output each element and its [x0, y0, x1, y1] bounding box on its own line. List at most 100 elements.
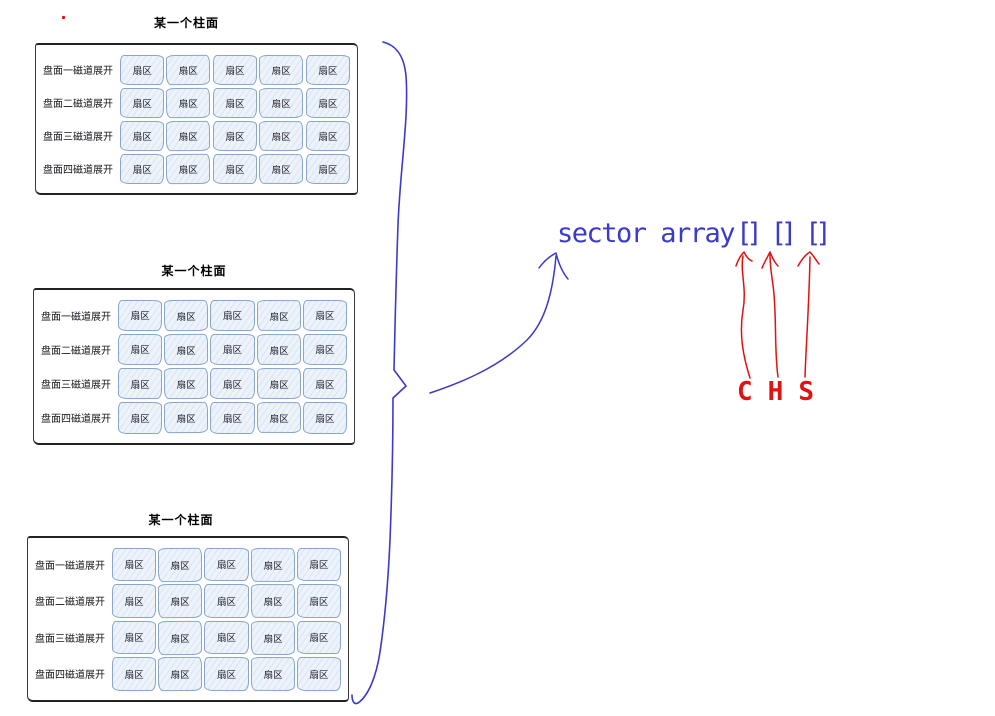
cylinder-title-2: 某一个柱面	[161, 264, 227, 278]
sector-cell: 扇区	[256, 333, 301, 366]
sector-cell: 扇区	[120, 153, 165, 184]
bracket-pair-h: []	[770, 218, 797, 249]
red-arrow-h-icon	[761, 251, 779, 378]
track-row-label: 盘面一磁道展开	[43, 66, 113, 77]
track-row-label: 盘面二磁道展开	[41, 345, 111, 357]
sector-cell: 扇区	[212, 54, 258, 85]
sector-cell: 扇区	[256, 367, 301, 400]
sector-cell: 扇区	[296, 547, 342, 581]
sector-cell: 扇区	[204, 584, 249, 618]
sector-cell: 扇区	[112, 620, 157, 654]
sector-cell: 扇区	[118, 299, 163, 331]
sector-cell: 扇区	[166, 54, 211, 85]
track-row-label: 盘面二磁道展开	[43, 99, 113, 110]
sector-cell: 扇区	[250, 620, 295, 655]
sector-cell: 扇区	[158, 547, 203, 582]
track-row: 盘面一磁道展开扇区扇区扇区扇区扇区	[43, 53, 351, 86]
track-row-label: 盘面三磁道展开	[43, 132, 113, 143]
cylinder-table-3: 盘面一磁道展开扇区扇区扇区扇区扇区盘面二磁道展开扇区扇区扇区扇区扇区盘面三磁道展…	[27, 536, 349, 702]
sector-cell: 扇区	[118, 368, 163, 400]
sector-cell: 扇区	[296, 620, 342, 654]
track-row-label: 盘面三磁道展开	[41, 380, 111, 392]
track-row-label: 盘面一磁道展开	[41, 311, 111, 323]
sector-cell: 扇区	[158, 583, 203, 618]
sector-cell: 扇区	[164, 367, 209, 400]
sector-cell: 扇区	[166, 87, 211, 118]
sector-cell: 扇区	[210, 402, 255, 434]
track-row-label: 盘面四磁道展开	[41, 414, 111, 426]
track-row-label: 盘面一磁道展开	[35, 560, 105, 572]
sector-cell: 扇区	[210, 368, 255, 400]
sector-cell: 扇区	[302, 333, 348, 365]
sector-cell: 扇区	[158, 620, 203, 655]
sector-cell: 扇区	[305, 87, 351, 118]
sector-cell: 扇区	[118, 333, 163, 365]
sector-cell: 扇区	[112, 547, 157, 581]
chs-letter-h: H	[767, 377, 784, 407]
sector-cell: 扇区	[305, 153, 351, 184]
code-prefix: sector array	[557, 218, 736, 249]
track-row: 盘面三磁道展开扇区扇区扇区扇区扇区	[43, 119, 351, 152]
sector-cell: 扇区	[158, 656, 203, 691]
track-row: 盘面一磁道展开扇区扇区扇区扇区扇区	[35, 546, 342, 583]
sector-cell: 扇区	[166, 153, 211, 184]
sector-cell: 扇区	[204, 620, 249, 654]
sector-cell: 扇区	[212, 153, 258, 184]
sector-cell: 扇区	[166, 120, 211, 151]
cylinder-table-2: 盘面一磁道展开扇区扇区扇区扇区扇区盘面二磁道展开扇区扇区扇区扇区扇区盘面三磁道展…	[33, 288, 355, 445]
sector-cell: 扇区	[302, 368, 348, 400]
track-row-label: 盘面四磁道展开	[35, 670, 105, 682]
track-row: 盘面二磁道展开扇区扇区扇区扇区扇区	[35, 583, 342, 620]
sector-cell: 扇区	[120, 87, 165, 118]
bracket-pair-c: []	[736, 218, 762, 249]
sector-cell: 扇区	[164, 299, 209, 331]
sector-cell: 扇区	[204, 547, 249, 581]
bracket-pair-s: []	[805, 218, 831, 249]
track-row: 盘面四磁道展开扇区扇区扇区扇区扇区	[41, 401, 348, 435]
track-row: 盘面四磁道展开扇区扇区扇区扇区扇区	[43, 152, 351, 185]
sector-cell: 扇区	[259, 153, 304, 184]
sector-cell: 扇区	[302, 402, 348, 434]
sector-cell: 扇区	[112, 657, 157, 691]
sector-cell: 扇区	[302, 299, 348, 331]
sector-cell: 扇区	[259, 120, 304, 151]
sector-cell: 扇区	[210, 299, 255, 331]
sector-cell: 扇区	[118, 402, 163, 434]
sector-cell: 扇区	[259, 87, 304, 118]
track-row: 盘面一磁道展开扇区扇区扇区扇区扇区	[41, 298, 348, 332]
sector-array-code: sector array[][][]	[557, 218, 831, 249]
track-row: 盘面三磁道展开扇区扇区扇区扇区扇区	[35, 619, 342, 656]
sector-cell: 扇区	[256, 402, 301, 434]
cylinder-title-3: 某一个柱面	[148, 513, 214, 527]
red-arrow-s-icon	[797, 251, 820, 378]
sector-cell: 扇区	[250, 656, 295, 691]
track-row-label: 盘面二磁道展开	[35, 597, 105, 609]
sector-cell: 扇区	[256, 299, 301, 331]
sector-cell: 扇区	[204, 657, 249, 691]
red-arrow-c-icon	[735, 251, 753, 379]
sector-cell: 扇区	[120, 120, 165, 151]
track-row: 盘面三磁道展开扇区扇区扇区扇区扇区	[41, 367, 348, 401]
track-row: 盘面二磁道展开扇区扇区扇区扇区扇区	[43, 86, 351, 119]
cylinder-table-1: 盘面一磁道展开扇区扇区扇区扇区扇区盘面二磁道展开扇区扇区扇区扇区扇区盘面三磁道展…	[35, 43, 358, 195]
sector-cell: 扇区	[164, 402, 209, 434]
blue-arrowhead-icon	[538, 252, 569, 280]
cylinder-title-1: 某一个柱面	[153, 16, 219, 30]
track-row: 盘面二磁道展开扇区扇区扇区扇区扇区	[41, 332, 348, 366]
sector-cell: 扇区	[210, 333, 255, 365]
big-curly-brace-icon	[351, 41, 408, 705]
sector-cell: 扇区	[164, 333, 209, 366]
sector-cell: 扇区	[296, 657, 342, 691]
chs-letter-s: S	[798, 377, 814, 407]
chs-labels: C H S	[737, 379, 814, 405]
chs-letter-c: C	[737, 377, 753, 407]
track-row-label: 盘面四磁道展开	[43, 165, 113, 176]
sector-cell: 扇区	[120, 54, 165, 85]
track-row: 盘面四磁道展开扇区扇区扇区扇区扇区	[35, 656, 342, 693]
sector-cell: 扇区	[296, 584, 342, 618]
sector-cell: 扇区	[250, 547, 295, 582]
sector-cell: 扇区	[212, 87, 258, 118]
sector-cell: 扇区	[212, 120, 258, 151]
track-row-label: 盘面三磁道展开	[35, 633, 105, 645]
